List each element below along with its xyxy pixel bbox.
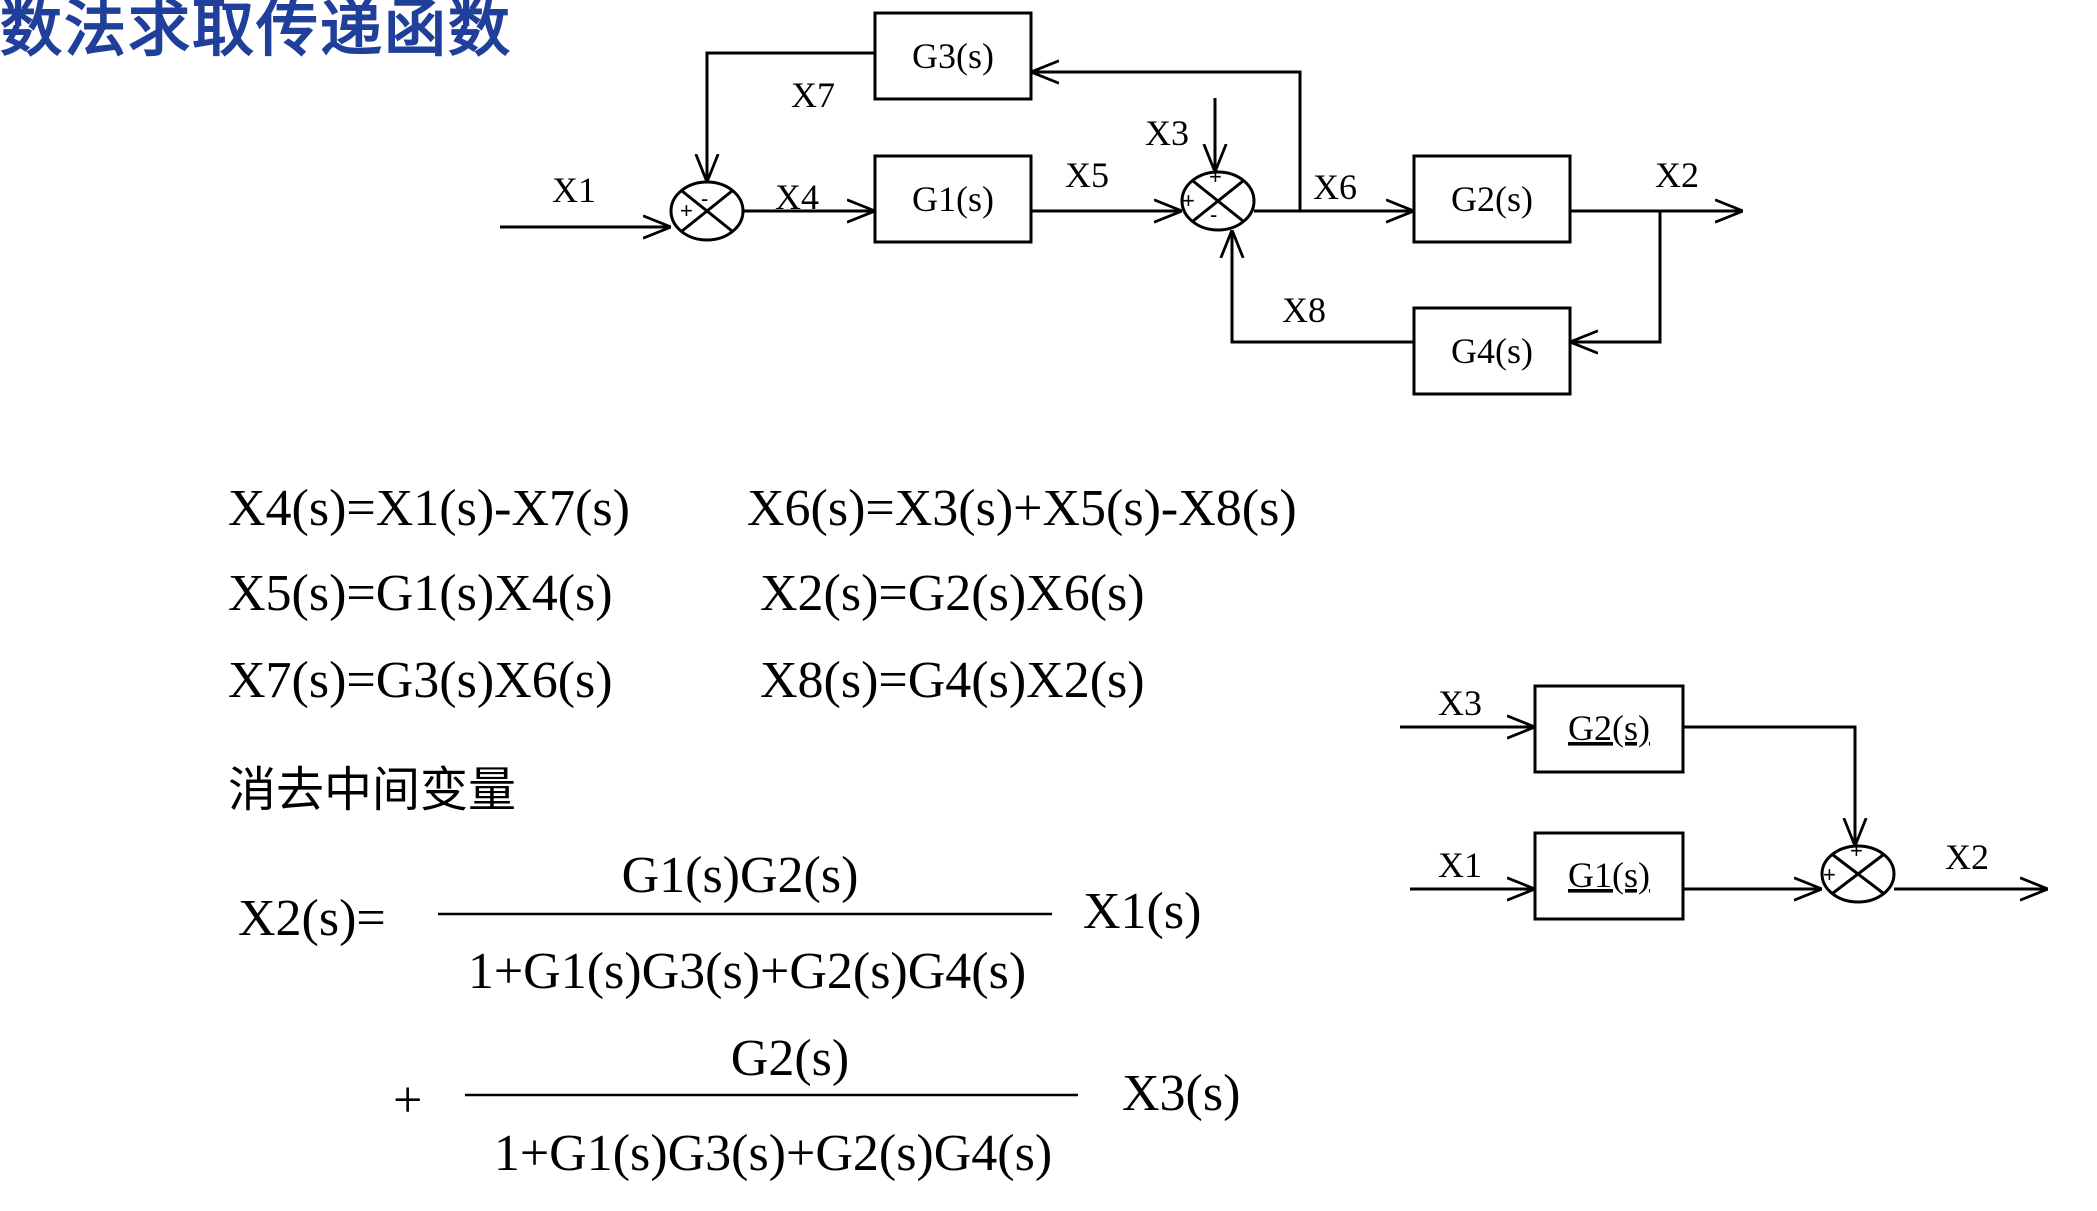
signal-x3-label: X3 bbox=[1145, 113, 1189, 153]
term2-factor: X3(s) bbox=[1122, 1065, 1240, 1122]
block-g3-label: G3(s) bbox=[912, 36, 994, 76]
signal-x1-label: X1 bbox=[552, 170, 596, 210]
equations: X4(s)=X1(s)-X7(s) X5(s)=G1(s)X4(s) X7(s)… bbox=[228, 480, 1297, 818]
summing-junction-2 bbox=[1180, 170, 1256, 232]
equation-x8: X8(s)=G4(s)X2(s) bbox=[760, 652, 1145, 709]
sum3-plus-left-sign: + bbox=[1823, 862, 1836, 887]
block-g4-label: G4(s) bbox=[1451, 331, 1533, 371]
arrow-x2-to-g4 bbox=[1570, 211, 1662, 342]
block-g1 bbox=[873, 154, 1033, 244]
block-diagram-main: G3(s) G1(s) G2(s) G4(s) + - + + - bbox=[500, 11, 1743, 396]
sum1-plus-sign: + bbox=[680, 198, 693, 223]
block-g1-label: G1(s) bbox=[912, 179, 994, 219]
block-g2 bbox=[1412, 154, 1572, 244]
sum2-minus-sign: - bbox=[1210, 202, 1217, 227]
block-g4 bbox=[1412, 306, 1572, 396]
term1-denominator: 1+G1(s)G3(s)+G2(s)G4(s) bbox=[468, 943, 1026, 1000]
block2-g2-label: G2(s) bbox=[1568, 708, 1650, 748]
block-diagram-simplified: G2(s) G1(s) + + X3 X1 X2 bbox=[1400, 683, 2048, 921]
sum2-plus-left-sign: + bbox=[1182, 188, 1195, 213]
equation-x6: X6(s)=X3(s)+X5(s)-X8(s) bbox=[747, 480, 1297, 537]
block-g3 bbox=[873, 11, 1033, 101]
equation-x4: X4(s)=X1(s)-X7(s) bbox=[228, 480, 630, 537]
result-plus: + bbox=[393, 1072, 422, 1129]
term2-denominator: 1+G1(s)G3(s)+G2(s)G4(s) bbox=[494, 1125, 1052, 1182]
equation-x2: X2(s)=G2(s)X6(s) bbox=[760, 565, 1145, 622]
result-formula: X2(s)= G1(s)G2(s) 1+G1(s)G3(s)+G2(s)G4(s… bbox=[238, 847, 1240, 1182]
equation-x5: X5(s)=G1(s)X4(s) bbox=[228, 565, 613, 622]
block2-g1 bbox=[1533, 831, 1685, 921]
arrow-x8-feedback bbox=[1232, 230, 1414, 344]
result-lhs: X2(s)= bbox=[238, 890, 386, 947]
arrow-x6-to-g3 bbox=[1031, 72, 1302, 211]
block-g2-label: G2(s) bbox=[1451, 179, 1533, 219]
signal-x6-label: X6 bbox=[1313, 167, 1357, 207]
signal-x7-label: X7 bbox=[791, 75, 835, 115]
signal2-x2-label: X2 bbox=[1945, 837, 1989, 877]
signal2-x1-label: X1 bbox=[1438, 845, 1482, 885]
signal2-x3-label: X3 bbox=[1438, 683, 1482, 723]
term2-numerator: G2(s) bbox=[731, 1030, 849, 1087]
sum1-minus-sign: - bbox=[701, 186, 708, 211]
signal-x8-label: X8 bbox=[1282, 290, 1326, 330]
arrow2-g2-to-sum bbox=[1683, 725, 1855, 846]
arrow-x7-feedback bbox=[707, 51, 875, 182]
block2-g1-label: G1(s) bbox=[1568, 855, 1650, 895]
signal-x4-label: X4 bbox=[775, 177, 819, 217]
block2-g2 bbox=[1533, 684, 1685, 774]
summing-junction-3 bbox=[1820, 844, 1896, 904]
slide-title: 数法求取传递函数 bbox=[0, 0, 513, 65]
term1-numerator: G1(s)G2(s) bbox=[622, 847, 859, 904]
eliminate-text: 消去中间变量 bbox=[228, 762, 516, 818]
signal-x5-label: X5 bbox=[1065, 155, 1109, 195]
term1-factor: X1(s) bbox=[1083, 883, 1201, 940]
signal-x2-label: X2 bbox=[1655, 155, 1699, 195]
equation-x7: X7(s)=G3(s)X6(s) bbox=[228, 652, 613, 709]
